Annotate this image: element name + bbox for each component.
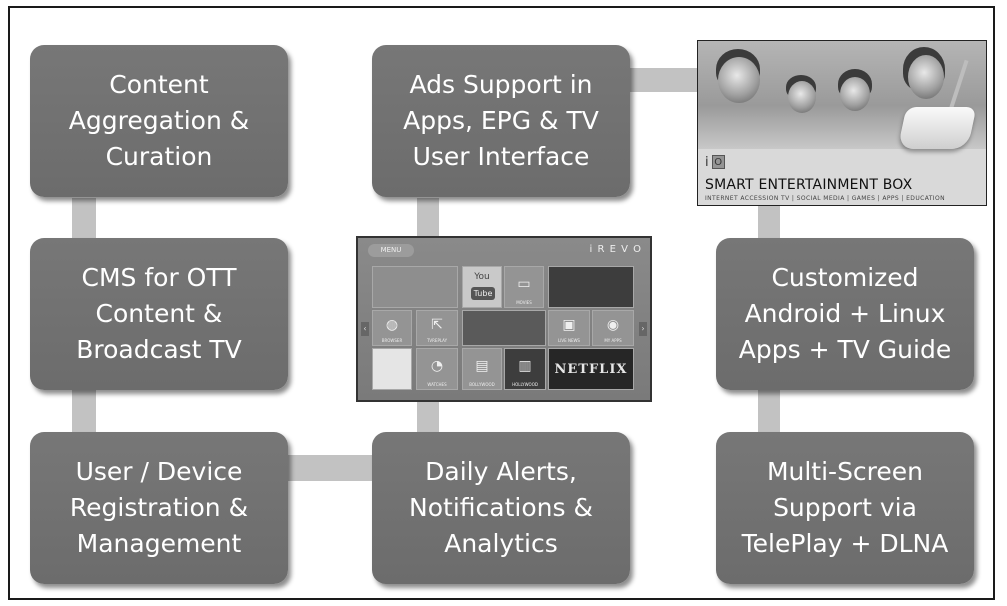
connector-ads-tv xyxy=(417,198,439,238)
monitor-icon: ▭ xyxy=(517,275,531,292)
globe-icon: ◍ xyxy=(385,317,399,334)
tv-tile-tvreplay: ⇱ TVREPLAY xyxy=(416,310,458,346)
product-tagline: SMART ENTERTAINMENT BOX xyxy=(705,177,913,193)
film-icon: ▤ xyxy=(475,357,489,374)
user-device-box: User / Device Registration & Management xyxy=(30,432,288,584)
family-photo xyxy=(698,41,986,149)
tv-tile-group-photo xyxy=(462,310,546,346)
content-aggregation-box: Content Aggregation & Curation xyxy=(30,45,288,197)
tv-icon: ▣ xyxy=(562,317,576,334)
product-subline: INTERNET ACCESSION TV | SOCIAL MEDIA | G… xyxy=(705,195,945,202)
multi-screen-box: Multi-Screen Support via TelePlay + DLNA xyxy=(716,432,974,584)
connector-photo-custom xyxy=(758,205,780,238)
tv-interface-screen: MENU i R E V O ‹ › You Tube ▭ MOVIES ◍ B… xyxy=(356,236,652,402)
router-device xyxy=(897,107,977,149)
clock-icon: ◔ xyxy=(430,357,444,374)
connector-cms-user xyxy=(72,390,96,432)
tv-tile-live-news: ▣ LIVE NEWS xyxy=(548,310,590,346)
connector-tv-alerts xyxy=(417,400,439,432)
tv-tile-watches: ◔ WATCHES xyxy=(416,348,458,390)
tv-menu-button: MENU xyxy=(368,244,414,257)
tv-right-arrow-icon: › xyxy=(639,322,647,336)
tv-tile-cinema xyxy=(372,348,412,390)
tv-left-arrow-icon: ‹ xyxy=(361,322,369,336)
tv-tile-youtube: You Tube xyxy=(462,266,502,308)
connector-ads-photo xyxy=(630,68,698,92)
tv-irevo-logo: i R E V O xyxy=(589,244,642,255)
expand-icon: ⇱ xyxy=(431,317,443,334)
cms-box: CMS for OTT Content & Broadcast TV xyxy=(30,238,288,390)
tv-tile-featured-movie xyxy=(548,266,634,308)
tv-tile-netflix: NETFLIX xyxy=(548,348,634,390)
record-icon: ◉ xyxy=(606,317,620,334)
clapper-icon: ▥ xyxy=(518,357,532,374)
tv-tile-hollywood: ▥ HOLLYWOOD xyxy=(504,348,546,390)
ads-support-box: Ads Support in Apps, EPG & TV User Inter… xyxy=(372,45,630,197)
connector-user-alerts xyxy=(288,455,376,481)
tv-tile-my-apps: ◉ MY APPS xyxy=(592,310,634,346)
connector-custom-multi xyxy=(758,390,780,432)
tv-tile-info xyxy=(372,266,458,308)
tv-tile-browser: ◍ BROWSER xyxy=(372,310,412,346)
tv-tile-bollywood: ▤ BOLLYWOOD xyxy=(462,348,502,390)
customized-android-box: Customized Android + Linux Apps + TV Gui… xyxy=(716,238,974,390)
daily-alerts-box: Daily Alerts, Notifications & Analytics xyxy=(372,432,630,584)
connector-content-cms xyxy=(72,198,96,238)
tv-top-bar: MENU i R E V O xyxy=(358,238,650,264)
tv-tile-movies: ▭ MOVIES xyxy=(504,266,544,308)
